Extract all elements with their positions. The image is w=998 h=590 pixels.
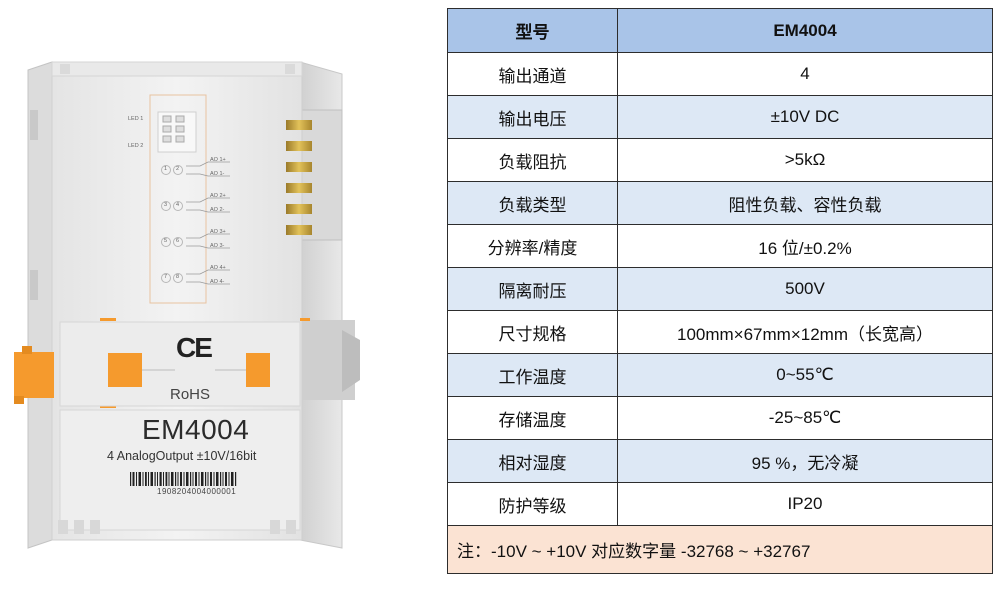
table-row: 负载阻抗 >5kΩ	[447, 138, 993, 182]
terminal-number: 6	[176, 238, 180, 244]
row-value: -25~85℃	[617, 396, 993, 440]
rohs-label: RoHS	[170, 386, 211, 403]
row-label: 相对湿度	[447, 439, 618, 483]
terminal-number: 8	[176, 274, 180, 280]
row-value: 阻性负载、容性负载	[617, 181, 993, 225]
table-row: 输出电压 ±10V DC	[447, 95, 993, 139]
table-row: 分辨率/精度 16 位/±0.2%	[447, 224, 993, 268]
table-row: 输出通道 4	[447, 52, 993, 96]
module-description: 4 AnalogOutput ±10V/16bit	[107, 449, 257, 463]
channel-label: AO 3-	[210, 243, 225, 249]
row-label: 存储温度	[447, 396, 618, 440]
spec-table: 型号 EM4004 输出通道 4 输出电压 ±10V DC 负载阻抗 >5kΩ …	[447, 8, 993, 574]
row-value: 100mm×67mm×12mm（长宽高）	[617, 310, 993, 354]
header-label: 型号	[447, 8, 618, 53]
terminal-number: 7	[164, 274, 168, 280]
led-2-label: LED 2	[128, 143, 144, 149]
led-indicators	[162, 115, 185, 143]
channel-label: AO 1+	[210, 157, 226, 163]
table-row: 负载类型 阻性负载、容性负载	[447, 181, 993, 225]
row-label: 负载阻抗	[447, 138, 618, 182]
row-label: 防护等级	[447, 482, 618, 526]
row-value: 0~55℃	[617, 353, 993, 397]
led-1-label: LED 1	[128, 116, 144, 122]
channel-label: AO 1-	[210, 171, 225, 177]
terminal-number: 3	[164, 202, 168, 208]
table-note-row: 注：-10V ~ +10V 对应数字量 -32768 ~ +32767	[447, 525, 993, 574]
channel-label: AO 2-	[210, 207, 225, 213]
terminal-number: 1	[164, 166, 168, 172]
row-label: 负载类型	[447, 181, 618, 225]
row-label: 隔离耐压	[447, 267, 618, 311]
table-row: 工作温度 0~55℃	[447, 353, 993, 397]
table-note: 注：-10V ~ +10V 对应数字量 -32768 ~ +32767	[447, 525, 993, 574]
product-image: LED 1 LED 2 1 2 3 4 5 6 7 8 AO 1+ AO 1- …	[0, 0, 440, 590]
row-value: 95 %，无冷凝	[617, 439, 993, 483]
row-label: 工作温度	[447, 353, 618, 397]
channel-label: AO 2+	[210, 193, 226, 199]
table-row: 隔离耐压 500V	[447, 267, 993, 311]
terminal-number: 4	[176, 202, 180, 208]
table-row: 相对湿度 95 %，无冷凝	[447, 439, 993, 483]
barcode	[130, 472, 237, 486]
table-row: 存储温度 -25~85℃	[447, 396, 993, 440]
row-value: IP20	[617, 482, 993, 526]
row-label: 输出电压	[447, 95, 618, 139]
channel-label: AO 4-	[210, 279, 225, 285]
ce-mark: CE	[176, 332, 213, 363]
module-drawing	[14, 61, 360, 549]
channel-label: AO 4+	[210, 265, 226, 271]
header-value: EM4004	[617, 8, 993, 53]
row-value: >5kΩ	[617, 138, 993, 182]
terminal-number: 2	[176, 166, 180, 172]
bus-contacts	[286, 120, 312, 235]
row-label: 输出通道	[447, 52, 618, 96]
terminal-number: 5	[164, 238, 168, 244]
table-header-row: 型号 EM4004	[447, 8, 993, 53]
serial-number: 1908204004000001	[157, 487, 237, 496]
table-row: 尺寸规格 100mm×67mm×12mm（长宽高）	[447, 310, 993, 354]
release-latch	[14, 346, 270, 404]
row-label: 分辨率/精度	[447, 224, 618, 268]
row-value: ±10V DC	[617, 95, 993, 139]
row-label: 尺寸规格	[447, 310, 618, 354]
table-row: 防护等级 IP20	[447, 482, 993, 526]
row-value: 4	[617, 52, 993, 96]
row-value: 500V	[617, 267, 993, 311]
row-value: 16 位/±0.2%	[617, 224, 993, 268]
module-model: EM4004	[142, 414, 250, 445]
channel-label: AO 3+	[210, 229, 226, 235]
